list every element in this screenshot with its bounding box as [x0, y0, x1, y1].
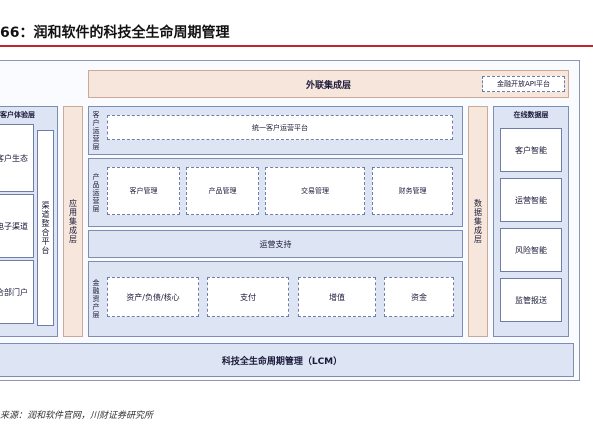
product-item-customer-mgmt: 客户管理 [107, 167, 180, 215]
title-divider [0, 45, 593, 47]
customer-operations-side: 客户运营层 [89, 107, 103, 154]
product-operations-label: 产品运营层 [92, 172, 100, 213]
left-item-portal: 合部门户 [0, 260, 34, 324]
product-operations-side: 产品运营层 [89, 159, 103, 226]
online-data-header: 在线数据层 [513, 111, 549, 119]
left-item-customer-ecosystem: 客户生态 [0, 124, 34, 192]
product-item-product-mgmt: 产品管理 [186, 167, 259, 215]
online-item-regulatory: 监管报送 [500, 278, 562, 322]
figure-title: 66：润和软件的科技全生命周期管理 [0, 25, 230, 41]
open-api-badge: 金融开放API平台 [482, 76, 565, 92]
lcm-label: 科技全生命周期管理（LCM） [221, 356, 343, 367]
unified-customer-ops-platform: 统一客户运营平台 [107, 115, 453, 140]
asset-item-payment: 支付 [207, 277, 289, 317]
product-item-finance-mgmt: 财务管理 [372, 167, 453, 215]
application-integration-layer: 应用集成层 [63, 106, 83, 337]
online-item-ops-intel: 运营智能 [500, 178, 562, 222]
lcm-bottom-bar: 科技全生命周期管理（LCM） [0, 343, 574, 377]
channel-integration-label: 渠道整合平台 [41, 201, 50, 255]
financial-assets-label: 金融资产层 [92, 279, 100, 319]
operations-support-bar: 运营支持 [88, 230, 463, 258]
external-integration-label: 外联集成层 [305, 80, 351, 91]
operations-support-label: 运营支持 [259, 239, 292, 249]
online-item-risk-intel: 风险智能 [500, 228, 562, 272]
asset-item-funds: 资金 [384, 277, 454, 317]
financial-assets-side: 金融资产层 [89, 262, 103, 336]
customer-experience-header: 客户体验层 [0, 111, 35, 119]
data-integration-layer: 数据集成层 [468, 106, 488, 337]
left-item-e-channel: 电子渠道 [0, 194, 34, 258]
customer-operations-label: 客户运营层 [92, 110, 100, 151]
product-item-transaction-mgmt: 交易管理 [265, 167, 365, 215]
asset-item-core: 资产/负债/核心 [107, 277, 199, 317]
online-item-customer-intel: 客户智能 [500, 128, 562, 172]
data-integration-label: 数据集成层 [473, 199, 483, 244]
application-integration-label: 应用集成层 [68, 199, 78, 244]
channel-integration-platform: 渠道整合平台 [37, 130, 54, 326]
asset-item-value-added: 增值 [298, 277, 376, 317]
source-note: 来源：润和软件官网，川财证券研究所 [0, 411, 154, 421]
